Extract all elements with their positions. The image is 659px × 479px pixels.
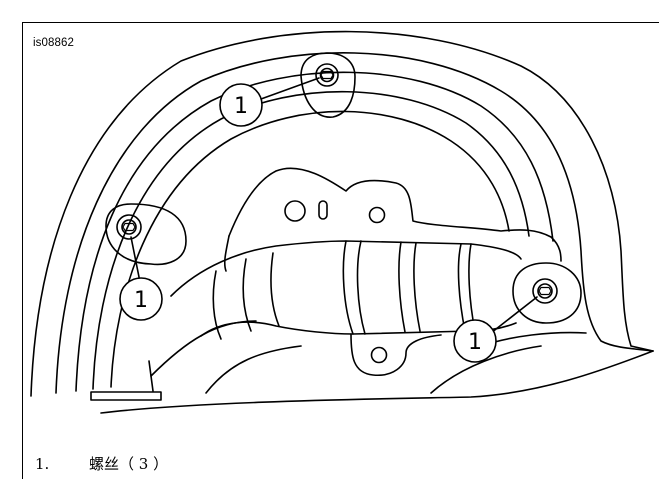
left-boss — [105, 203, 187, 266]
legend-item-number: 1. — [35, 455, 50, 473]
legend-item: 1. 螺丝（ 3 ） — [35, 453, 168, 474]
exhaust-pipe — [170, 240, 522, 297]
callout-right: 1 — [453, 319, 497, 363]
bottom-tab — [90, 391, 162, 401]
right-boss — [512, 262, 582, 324]
bottom-edge — [100, 350, 654, 414]
lower-bracket — [350, 333, 442, 376]
callout-label: 1 — [134, 288, 148, 313]
fender-inner-edge-1 — [55, 52, 654, 394]
upper-boss — [300, 52, 356, 118]
leader-line-right — [490, 296, 538, 334]
fender-diagram: 1 1 1 — [30, 30, 654, 414]
fender-inner-edge-4 — [110, 110, 510, 388]
figure-id: is08862 — [33, 37, 74, 49]
caption-divider — [22, 442, 23, 479]
leader-line-left — [130, 236, 141, 283]
leader-line-upper — [260, 77, 320, 100]
callout-label: 1 — [468, 330, 482, 355]
callout-upper: 1 — [219, 83, 263, 127]
callout-label: 1 — [234, 94, 248, 119]
callout-left: 1 — [119, 277, 163, 321]
legend-item-text: 螺丝（ 3 ） — [89, 455, 169, 473]
legend: 1. 螺丝（ 3 ） — [35, 453, 168, 474]
fender-outer-edge — [30, 30, 654, 397]
figure-panel: is08862 — [22, 22, 659, 442]
heat-shield-bracket — [228, 167, 562, 262]
